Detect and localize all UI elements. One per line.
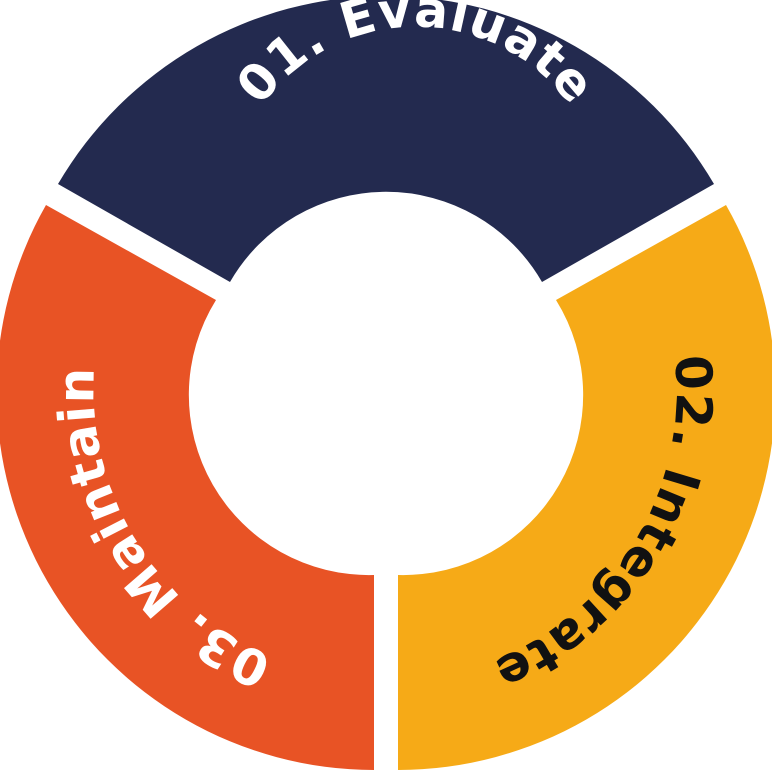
center-hole xyxy=(204,204,568,568)
segment-evaluate xyxy=(58,0,714,282)
segment-integrate xyxy=(398,205,772,770)
segment-maintain xyxy=(0,205,374,770)
